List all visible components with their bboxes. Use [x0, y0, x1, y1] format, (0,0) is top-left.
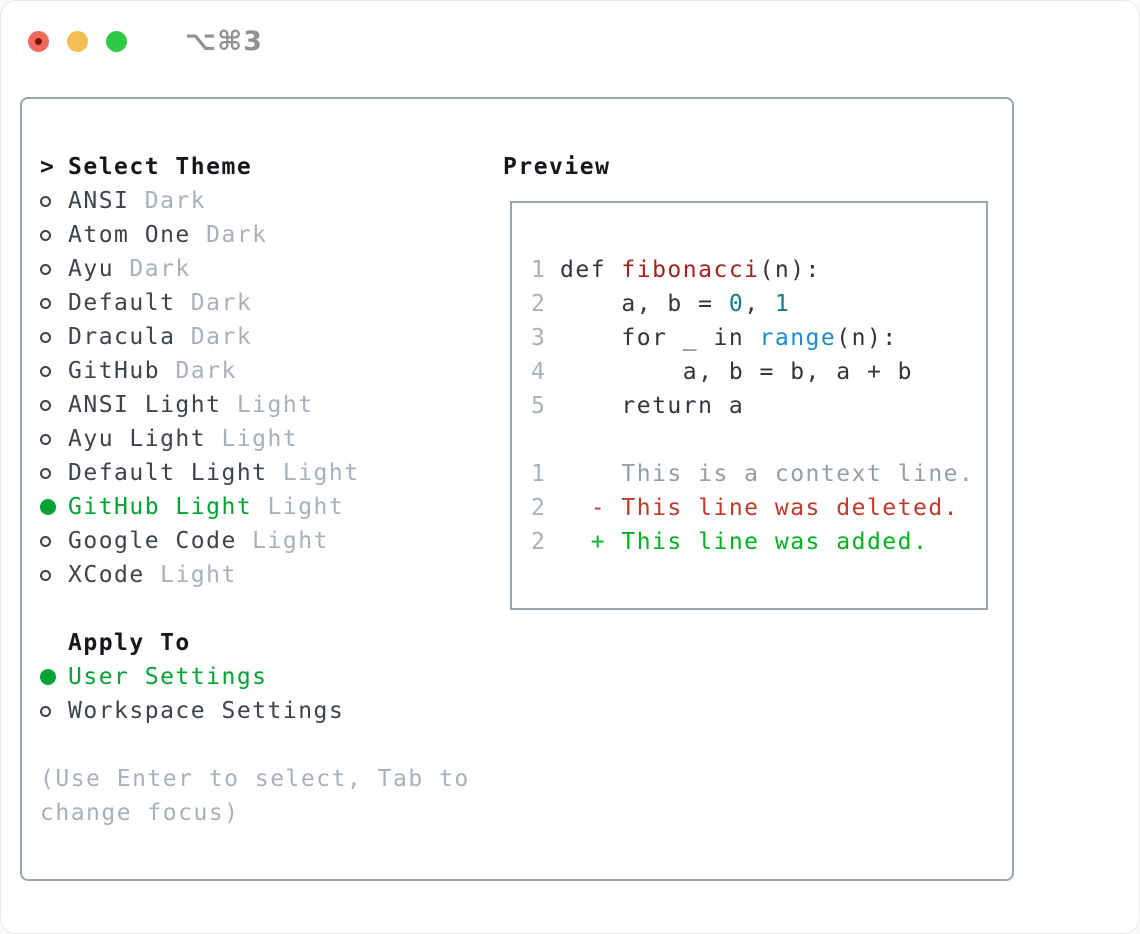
option-label: Default Dark: [68, 290, 253, 316]
select-theme-title: Select Theme: [68, 154, 253, 180]
help-text: (Use Enter to select, Tab to change focu…: [40, 766, 470, 826]
radio-unselected-icon: [40, 331, 51, 343]
minimize-button[interactable]: [67, 31, 88, 52]
option-label: ANSI Light Light: [68, 392, 314, 418]
option-label: ANSI Dark: [68, 188, 207, 214]
code-segment: 0: [728, 291, 745, 317]
line-number: 4: [531, 359, 547, 385]
line-number: 2: [531, 291, 547, 317]
theme-option[interactable]: Ayu Light Light: [40, 422, 505, 456]
theme-option[interactable]: Atom One Dark: [40, 218, 505, 252]
radio-unselected-icon: [40, 535, 51, 547]
theme-option[interactable]: GitHub Light Light: [40, 490, 505, 524]
theme-option[interactable]: GitHub Dark: [40, 354, 505, 388]
apply-to-header: Apply To: [40, 626, 505, 660]
preview-header: Preview: [503, 154, 611, 180]
option-label: User Settings: [68, 664, 268, 690]
preview-line: 2 + This line was added.: [531, 525, 986, 559]
apply-to-option[interactable]: User Settings: [40, 660, 505, 694]
spacer: [40, 592, 505, 626]
close-button[interactable]: [28, 31, 49, 52]
radio-unselected-icon: [40, 433, 51, 445]
theme-option[interactable]: Google Code Light: [40, 524, 505, 558]
spacer: [40, 728, 505, 762]
preview-line: 3 for _ in range(n):: [531, 321, 986, 355]
line-number: 5: [531, 393, 547, 419]
code-segment: fibonacci: [621, 257, 760, 283]
preview-line: 5 return a: [531, 389, 986, 423]
radio-unselected-icon: [40, 467, 51, 479]
option-label: XCode Light: [68, 562, 237, 588]
option-label: GitHub Dark: [68, 358, 237, 384]
theme-option[interactable]: Default Dark: [40, 286, 505, 320]
radio-unselected-icon: [40, 569, 51, 581]
preview-line: 1 def fibonacci(n):: [531, 253, 986, 287]
radio-unselected-icon: [40, 297, 51, 309]
window-titlebar: ⌥⌘3: [28, 26, 263, 57]
code-segment: return a: [560, 393, 745, 419]
code-segment: This is a context line.: [560, 461, 975, 487]
preview-line: [531, 423, 986, 457]
code-segment: def: [560, 257, 622, 283]
option-label: Atom One Dark: [68, 222, 268, 248]
apply-to-option[interactable]: Workspace Settings: [40, 694, 505, 728]
preview-line: 2 - This line was deleted.: [531, 491, 986, 525]
code-segment: + This line was added.: [560, 529, 929, 555]
radio-unselected-icon: [40, 705, 51, 717]
code-segment: (n):: [759, 257, 821, 283]
radio-selected-icon: [40, 499, 56, 515]
code-segment: for _ in: [560, 325, 760, 351]
maximize-button[interactable]: [106, 31, 127, 52]
radio-selected-icon: [40, 669, 56, 685]
line-number: 2: [531, 529, 547, 555]
code-segment: (n):: [836, 325, 898, 351]
radio-unselected-icon: [40, 365, 51, 377]
radio-unselected-icon: [40, 263, 51, 275]
code-segment: 1: [774, 291, 791, 317]
select-theme-header: > Select Theme: [40, 150, 505, 184]
line-number: 1: [531, 461, 547, 487]
option-label: Default Light Light: [68, 460, 360, 486]
code-segment: range: [759, 325, 837, 351]
code-segment: - This line was deleted.: [560, 495, 960, 521]
theme-option[interactable]: ANSI Dark: [40, 184, 505, 218]
radio-unselected-icon: [40, 399, 51, 411]
radio-unselected-icon: [40, 229, 51, 241]
theme-option[interactable]: Default Light Light: [40, 456, 505, 490]
line-number: 1: [531, 257, 547, 283]
preview-line: 4 a, b = b, a + b: [531, 355, 986, 389]
option-label: Ayu Light Light: [68, 426, 299, 452]
option-label: GitHub Light Light: [68, 494, 345, 520]
radio-unselected-icon: [40, 195, 51, 207]
apply-to-title: Apply To: [68, 630, 191, 656]
theme-option[interactable]: XCode Light: [40, 558, 505, 592]
window-title-shortcut: ⌥⌘3: [185, 26, 263, 57]
code-segment: a, b = b, a + b: [560, 359, 913, 385]
preview-line: 1 This is a context line.: [531, 457, 986, 491]
preview-line: 2 a, b = 0, 1: [531, 287, 986, 321]
cursor-prompt-icon: >: [40, 154, 56, 180]
option-label: Dracula Dark: [68, 324, 253, 350]
option-label: Workspace Settings: [68, 698, 345, 724]
option-label: Ayu Dark: [68, 256, 191, 282]
theme-option[interactable]: Dracula Dark: [40, 320, 505, 354]
line-number: 2: [531, 495, 547, 521]
theme-option[interactable]: Ayu Dark: [40, 252, 505, 286]
code-segment: ,: [744, 291, 775, 317]
option-label: Google Code Light: [68, 528, 329, 554]
code-segment: a, b =: [560, 291, 729, 317]
theme-option[interactable]: ANSI Light Light: [40, 388, 505, 422]
line-number: 3: [531, 325, 547, 351]
